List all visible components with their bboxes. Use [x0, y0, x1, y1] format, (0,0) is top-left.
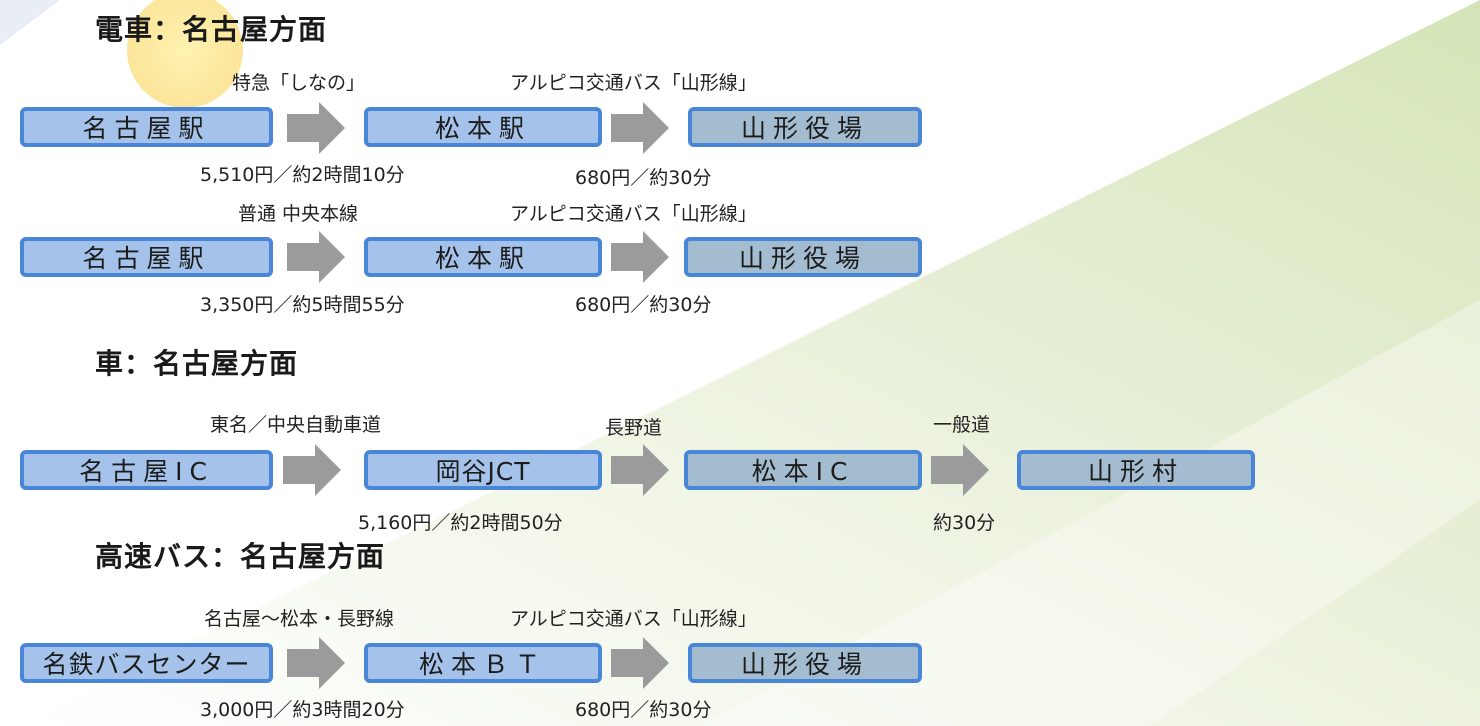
arrow-icon	[611, 231, 669, 283]
destination-box: 山形村	[1017, 450, 1255, 490]
route-label: 名古屋〜松本・長野線	[204, 608, 395, 630]
arrow-icon	[287, 637, 345, 689]
terminal-box: 名鉄バスセンター	[20, 643, 273, 683]
arrow-icon	[611, 444, 669, 496]
route-label: 一般道	[933, 414, 991, 436]
route-label: 普通 中央本線	[238, 203, 359, 225]
arrow-icon	[611, 637, 669, 689]
destination-box: 山形役場	[688, 643, 922, 683]
route-label: アルピコ交通バス「山形線」	[510, 72, 757, 94]
fare-time: 680円／約30分	[575, 699, 712, 721]
fare-time: 5,510円／約2時間10分	[200, 164, 405, 186]
destination-box: 山形役場	[684, 237, 922, 277]
section-title-bus: 高速バス：名古屋方面	[95, 540, 386, 573]
arrow-icon	[611, 102, 669, 154]
interchange-box: 松本IC	[684, 450, 922, 490]
station-box: 名古屋駅	[20, 107, 273, 147]
fare-time: 3,000円／約3時間20分	[200, 699, 405, 721]
arrow-icon	[931, 444, 989, 496]
route-label: 東名／中央自動車道	[210, 414, 382, 436]
route-label: 特急「しなの」	[232, 72, 366, 94]
sun-shape	[127, 0, 243, 108]
destination-box: 山形役場	[688, 107, 922, 147]
section-title-train: 電車：名古屋方面	[95, 13, 328, 46]
route-label: アルピコ交通バス「山形線」	[510, 203, 757, 225]
interchange-box: 岡谷JCT	[364, 450, 602, 490]
arrow-icon	[287, 231, 345, 283]
terminal-box: 松本ＢＴ	[364, 643, 602, 683]
interchange-box: 名古屋IC	[20, 450, 273, 490]
arrow-icon	[287, 102, 345, 154]
route-label: 長野道	[605, 417, 663, 439]
section-title-car: 車：名古屋方面	[95, 347, 299, 380]
station-box: 名古屋駅	[20, 237, 273, 277]
route-label: アルピコ交通バス「山形線」	[510, 608, 757, 630]
arrow-icon	[283, 444, 341, 496]
fare-time: 680円／約30分	[575, 167, 712, 189]
fare-time: 680円／約30分	[575, 294, 712, 316]
station-box: 松本駅	[364, 237, 602, 277]
station-box: 松本駅	[364, 107, 602, 147]
fare-time: 3,350円／約5時間55分	[200, 294, 405, 316]
green-band	[20, 0, 1480, 726]
fare-time: 約30分	[933, 512, 996, 534]
fare-time: 5,160円／約2時間50分	[358, 512, 563, 534]
